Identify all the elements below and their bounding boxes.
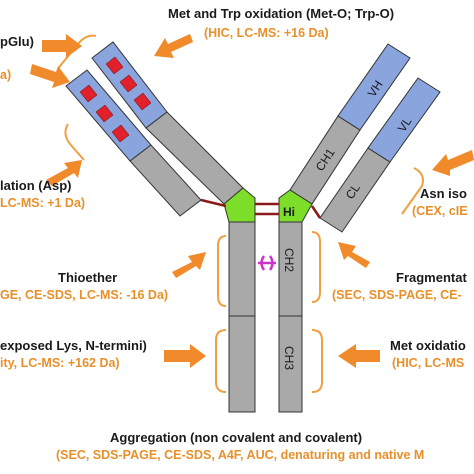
- right-fab-arm: VH VL CH1 CL: [289, 43, 441, 233]
- left-hinge-domain: [223, 187, 256, 223]
- cdr-mark: [95, 104, 114, 123]
- ch2-label: CH2: [282, 248, 296, 272]
- asp-method: LC-MS: +1 Da): [0, 196, 86, 210]
- asp-arrow: [46, 160, 82, 186]
- left-ch3-domain: [228, 315, 256, 413]
- cdr-mark: [119, 74, 138, 93]
- thioether-title: Thioether: [58, 270, 118, 285]
- glycation-title: exposed Lys, N-termini): [0, 338, 147, 353]
- fragment-arrow: [338, 242, 370, 268]
- arrows: [30, 34, 474, 368]
- met-ox-method: (HIC, LC-MS: [392, 356, 465, 370]
- right-lc-hc-disulfide: [310, 205, 322, 219]
- right-vl-label: VL: [395, 114, 415, 134]
- ch2-bracket-right: [311, 231, 321, 303]
- fc-region: CH2 CH3: [228, 221, 303, 413]
- thioether-arrow: [172, 252, 206, 278]
- left-lc-hc-disulfide: [200, 198, 227, 208]
- thioether-marker: [258, 255, 276, 271]
- ch2-bracket-left: [217, 235, 227, 307]
- pyroglu-arrow: [42, 34, 82, 58]
- cdr-mark: [133, 92, 152, 111]
- met-trp-method: (HIC, LC-MS: +16 Da): [204, 26, 329, 40]
- glycation-arrow: [164, 344, 206, 368]
- pyroglu-title: pGlu): [0, 34, 34, 49]
- left-fab-arm: [65, 41, 244, 217]
- asn-arrow: [432, 150, 474, 176]
- glycation-method: ity, LC-MS: +162 Da): [0, 356, 120, 370]
- fragment-method: (SEC, SDS-PAGE, CE-: [332, 288, 462, 302]
- pyroglu-arrow-2: [30, 64, 70, 88]
- asp-title: lation (Asp): [0, 178, 72, 193]
- met-ox-title: Met oxidatio: [390, 338, 466, 353]
- ch3-bracket-right: [311, 329, 323, 393]
- cdr-mark: [105, 56, 124, 75]
- left-cdr-marks: [79, 56, 152, 143]
- right-vl-domain: [367, 77, 441, 163]
- met-trp-title: Met and Trp oxidation (Met-O; Trp-O): [168, 6, 395, 21]
- aggregation-method: (SEC, SDS-PAGE, CE-SDS, A4F, AUC, denatu…: [56, 448, 425, 462]
- fragment-title: Fragmentat: [396, 270, 467, 285]
- thioether-method: GE, CE-SDS, LC-MS: -16 Da): [0, 288, 169, 302]
- met-trp-arrow: [154, 34, 193, 58]
- asn-title: Asn iso: [420, 186, 467, 201]
- asn-method: (CEX, cIE: [412, 204, 468, 218]
- left-vl-bracket: [64, 123, 85, 161]
- met-ox-arrow: [338, 344, 380, 368]
- right-vh-domain: [337, 43, 411, 131]
- cdr-mark: [79, 84, 98, 103]
- left-ch2-domain: [228, 221, 256, 317]
- hinge-label: Hi: [283, 205, 295, 219]
- pyroglu-method: a): [0, 68, 12, 82]
- ch3-label: CH3: [282, 346, 296, 370]
- hinge-region: Hi: [200, 187, 322, 223]
- asn-bracket: [401, 167, 424, 215]
- aggregation-title: Aggregation (non covalent and covalent): [110, 430, 363, 445]
- cdr-mark: [111, 124, 130, 143]
- ch3-bracket-left: [215, 329, 227, 393]
- right-ch3-domain: [278, 315, 303, 413]
